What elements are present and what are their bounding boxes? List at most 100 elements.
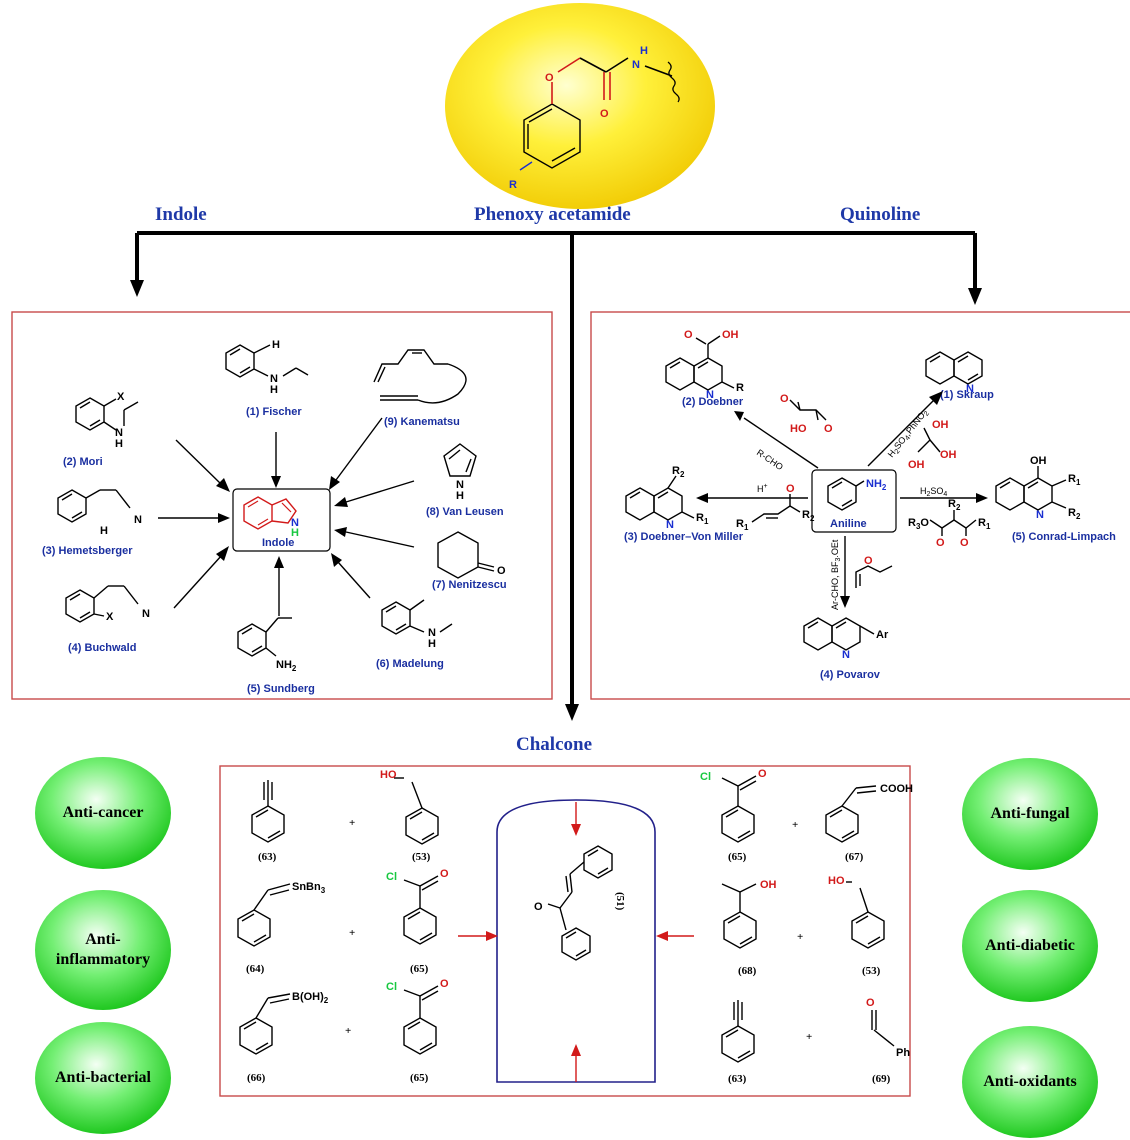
- method-sundberg: (5) Sundberg: [247, 683, 315, 695]
- enone-r2: R2: [802, 509, 815, 523]
- conrad-atom-r2: R2: [1068, 507, 1081, 521]
- group-o-4: O: [866, 997, 875, 1009]
- reagent-63a: [251, 780, 285, 843]
- indole-center-label: Indole: [262, 537, 294, 549]
- doebner-product: [665, 335, 735, 391]
- vinyl-ether: [855, 565, 893, 588]
- label-69: (69): [872, 1073, 891, 1085]
- vinyl-ether-o: O: [864, 555, 873, 567]
- reagent-68: [721, 883, 757, 949]
- dvm-atom-r1: R1: [696, 512, 709, 526]
- kanematsu-structure: [373, 349, 467, 404]
- fischer-structure: [225, 344, 309, 378]
- skraup-product: [925, 351, 983, 385]
- activity-anti-oxidants: Anti-oxidants: [983, 1073, 1077, 1090]
- indole-center-box: [232, 488, 331, 552]
- keto-o1: O: [936, 537, 945, 549]
- plus-4: +: [792, 819, 798, 831]
- method-madelung: (6) Madelung: [376, 658, 444, 670]
- method-povarov: (4) Povarov: [820, 669, 881, 681]
- aniline-center-label: Aniline: [830, 518, 867, 530]
- conrad-atom-oh: OH: [1030, 455, 1047, 467]
- fischer-atom-h: H: [272, 339, 280, 351]
- enone: [751, 494, 801, 523]
- pyruvic-atom-ho: HO: [790, 423, 807, 435]
- chalcone-header: Chalcone: [516, 734, 592, 755]
- mori-atom-n: N: [115, 427, 123, 439]
- chalcone-product-number: (51): [614, 892, 626, 911]
- dvm-atom-n: N: [666, 519, 674, 531]
- pyruvic-acid: [789, 399, 827, 421]
- indole-header: Indole: [155, 204, 207, 225]
- phenoxy-header: Phenoxy acetamide: [474, 204, 631, 225]
- label-68: (68): [738, 965, 757, 977]
- sphere-anti-fungal: [962, 758, 1098, 870]
- reagent-53a: [394, 777, 439, 845]
- group-cl-3: Cl: [700, 771, 711, 783]
- indole-arrows: [158, 417, 415, 616]
- sphere-anti-diabetic: [962, 890, 1098, 1002]
- method-doebner-von-miller: (3) Doebner–Von Miller: [624, 531, 744, 543]
- povarov-product: [803, 617, 875, 651]
- label-65b: (65): [410, 1072, 429, 1084]
- keto-o2: O: [960, 537, 969, 549]
- doebner-atom-o: O: [684, 329, 693, 341]
- reagent-66: [239, 993, 291, 1055]
- reagent-povarov: Ar-CHO, BF3.OEt: [830, 539, 842, 610]
- chalcone-arrows: [458, 802, 694, 1082]
- core-atom-carbonyl-o: O: [600, 108, 609, 120]
- method-skraup: (1) Skraup: [940, 389, 994, 401]
- reagent-doebner: R-CHO: [755, 447, 785, 472]
- hemetsberger-structure: [57, 489, 131, 523]
- van-leusen-structure: [443, 443, 477, 477]
- chalcone-structure: [547, 845, 613, 961]
- group-cooh: COOH: [880, 783, 913, 795]
- sphere-anti-inflammatory: [35, 890, 171, 1010]
- reagent-65a: [403, 875, 439, 945]
- madelung-structure: [381, 599, 453, 635]
- enone-o: O: [786, 483, 795, 495]
- method-hemetsberger: (3) Hemetsberger: [42, 545, 133, 557]
- glycerol: [917, 427, 941, 453]
- conrad-atom-n: N: [1036, 509, 1044, 521]
- quinoline-panel-frame: [590, 311, 1130, 700]
- quinoline-arrows: [696, 391, 988, 608]
- method-doebner: (2) Doebner: [682, 396, 744, 408]
- reagent-skraup: H2SO4,PhNO2: [886, 407, 931, 460]
- label-64: (64): [246, 963, 265, 975]
- keto-r2: R2: [948, 498, 961, 512]
- activity-anti-bacterial: Anti-bacterial: [55, 1069, 151, 1086]
- group-snbn3: SnBn3: [292, 881, 326, 895]
- madel-atom-n: N: [428, 627, 436, 639]
- quinoline-panel: NH2 Aniline N (1) Skraup O OH N R (2) Do: [590, 311, 1130, 700]
- reagent-dvm: H+: [757, 483, 768, 494]
- mori-atom-x: X: [117, 391, 125, 403]
- mori-atom-nh: H: [115, 438, 123, 450]
- glycerol-oh2: OH: [940, 449, 957, 461]
- plus-5: +: [797, 931, 803, 943]
- keto-r3o: R3O: [908, 517, 929, 531]
- reagent-64: [237, 883, 291, 947]
- core-atom-r: R: [509, 179, 517, 191]
- activity-anti-inflammatory: Anti- inflammatory: [55, 931, 151, 968]
- plus-6: +: [806, 1031, 812, 1043]
- group-o-3: O: [758, 768, 767, 780]
- sphere-anti-bacterial: [35, 1022, 171, 1134]
- chalcone-panel-frame: [219, 765, 911, 1097]
- plus-3: +: [345, 1025, 351, 1037]
- label-53a: (53): [412, 851, 431, 863]
- doebner-atom-n: N: [706, 389, 714, 401]
- doebner-atom-r: R: [736, 382, 744, 394]
- pyruvic-atom-o2: O: [824, 423, 833, 435]
- mori-structure: [75, 397, 139, 431]
- core-atom-o: O: [545, 72, 554, 84]
- group-o-1: O: [440, 868, 449, 880]
- reagent-65b: [403, 985, 439, 1055]
- activity-anti-diabetic: Anti-diabetic: [985, 937, 1075, 954]
- enone-r1: R1: [736, 518, 749, 532]
- core-atom-n: N: [632, 59, 640, 71]
- nenitzescu-structure: [437, 531, 495, 579]
- buch-atom-x: X: [106, 611, 114, 623]
- chalcone-panel: O (51) (63) + HO (53): [219, 765, 913, 1097]
- core-atom-h: H: [640, 45, 648, 57]
